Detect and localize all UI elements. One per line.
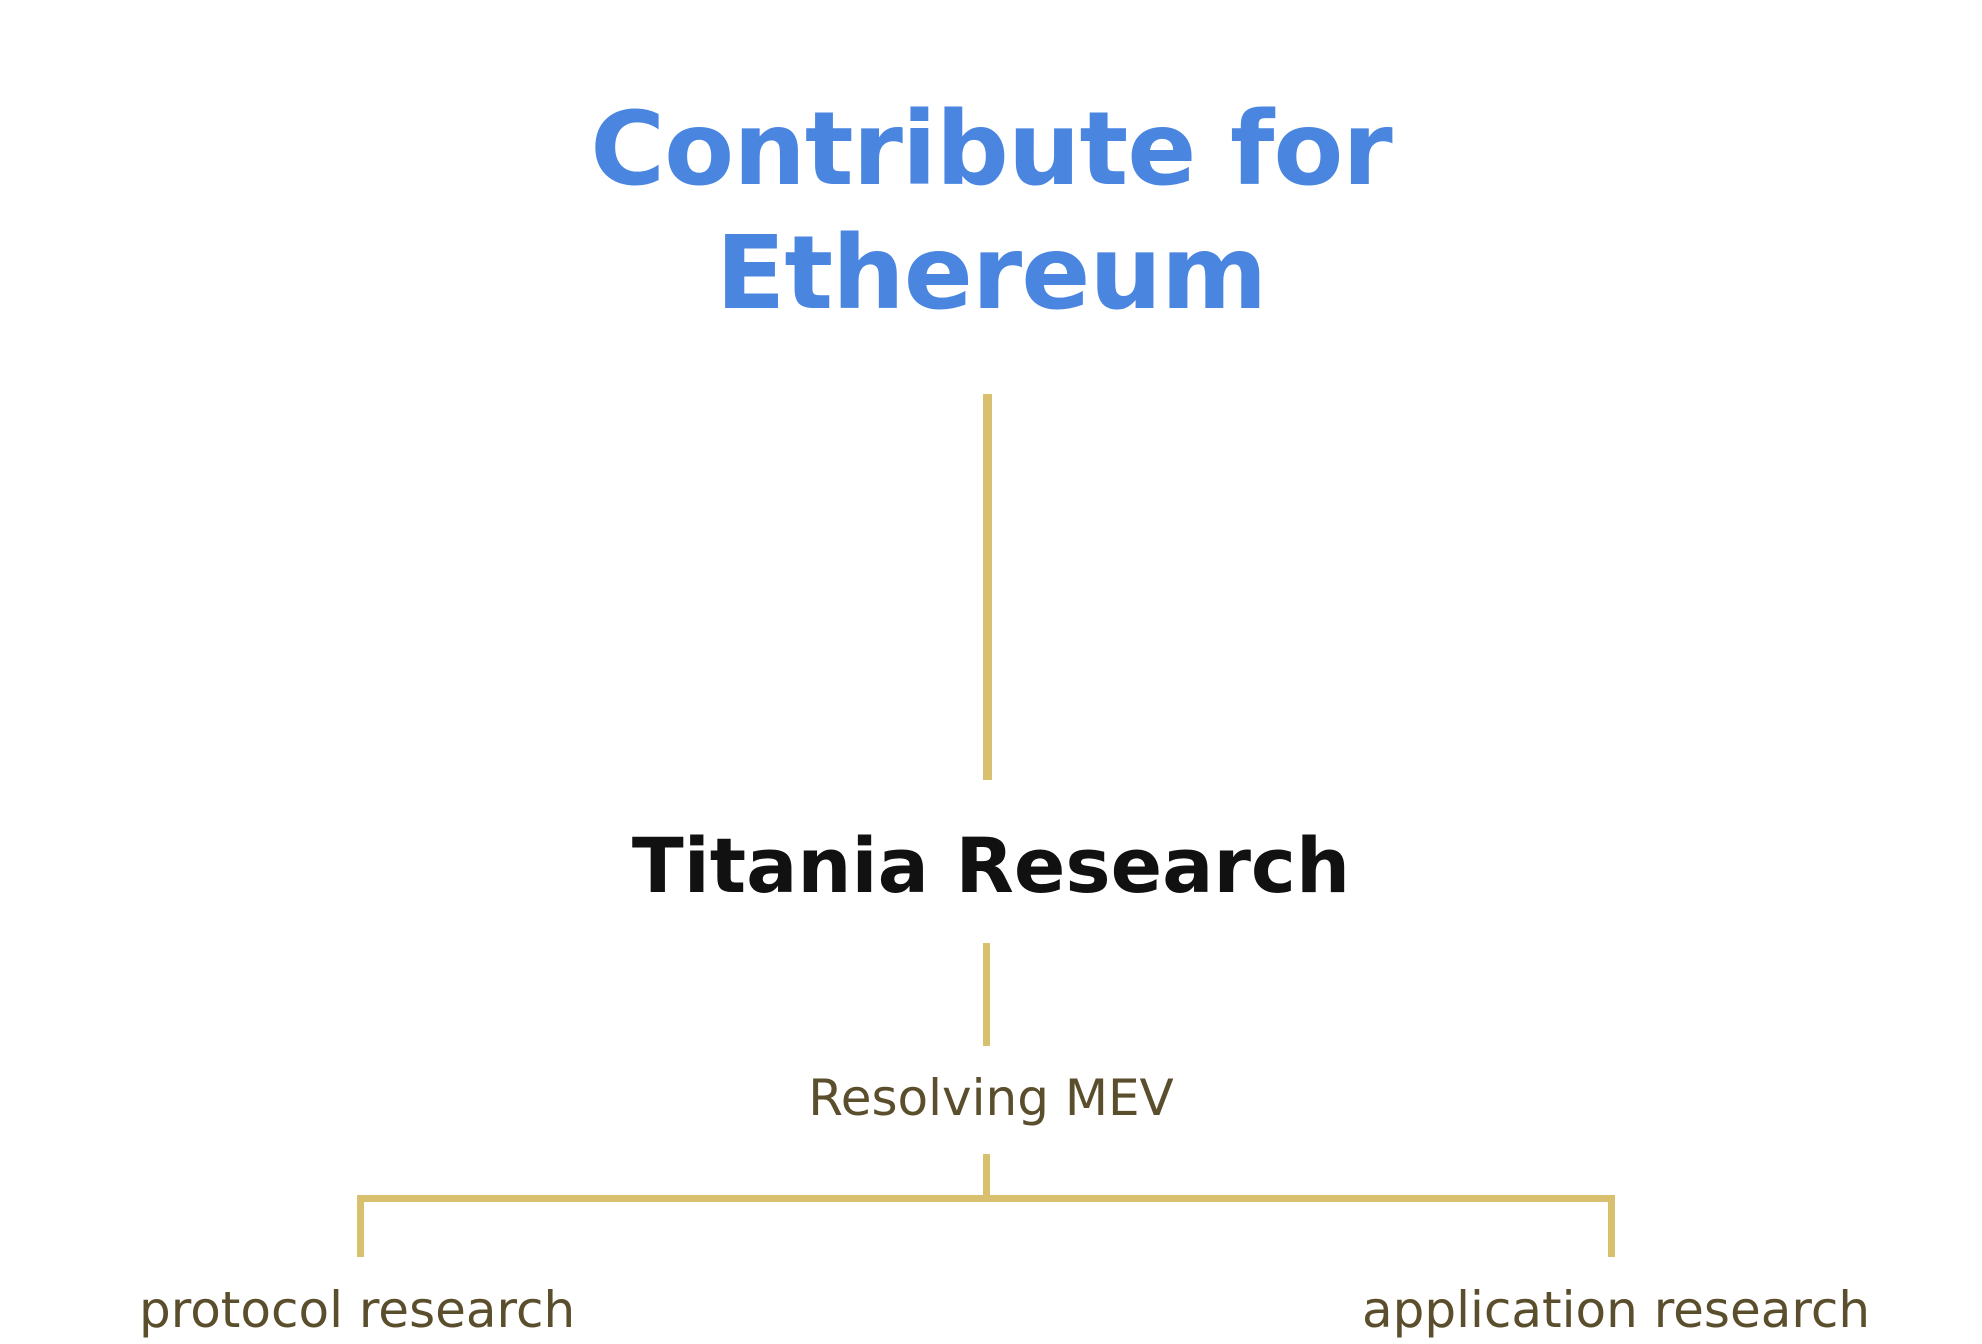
connector-org-to-topic [983,943,990,1046]
connector-root-to-org [983,394,992,780]
root-title: Contribute for Ethereum [0,88,1982,336]
topic-node-label: Resolving MEV [808,1069,1174,1127]
branch-application-research: application research [1362,1281,1871,1339]
connector-branch-right-drop [1608,1195,1615,1257]
root-title-line-1: Contribute for [590,90,1392,209]
root-title-line-2: Ethereum [715,214,1268,333]
connector-branch-left-drop [357,1195,364,1257]
connector-branch-horizontal [357,1195,1615,1202]
branch-protocol-research: protocol research [139,1281,576,1339]
org-node-label: Titania Research [631,821,1351,910]
connector-topic-stem [983,1154,990,1201]
